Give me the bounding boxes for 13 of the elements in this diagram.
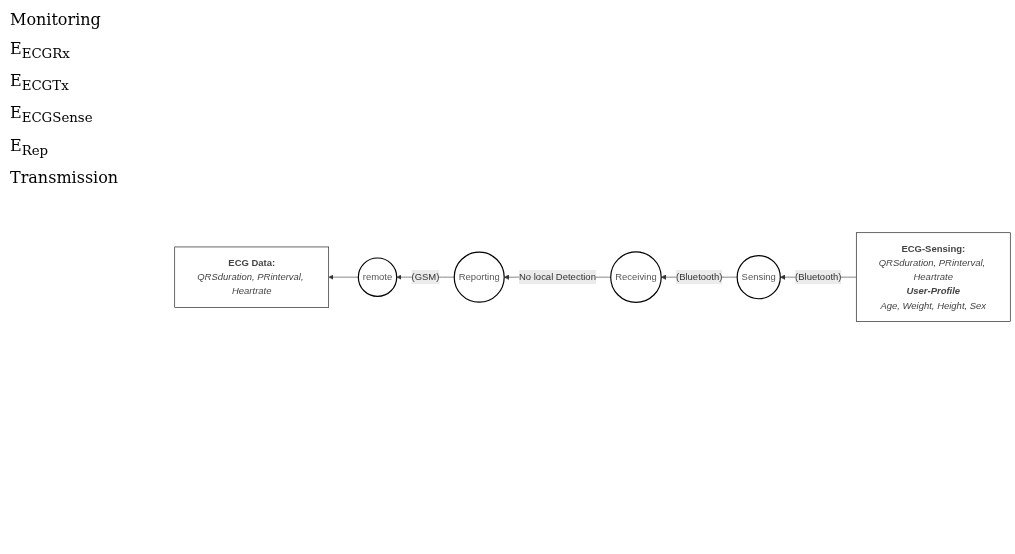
node-circle: remote [357, 257, 398, 297]
edge-label: (GSM) [411, 271, 440, 282]
node-box: ECG-Sensing: QRSduration, PRinterval, Heartrate User-Profile Age, Weight, Height, Sex [855, 232, 1011, 322]
edge-label: (Bluetooth) [676, 271, 723, 282]
energy-label: E$_{Rep}$ [10, 135, 50, 158]
edge-label: No local Detection [519, 271, 596, 282]
node-circle: Receiving [610, 251, 662, 303]
node-circle: Sensing [736, 254, 781, 300]
phase-label: Monitoring [10, 10, 102, 29]
phase-label: Transmission [10, 167, 120, 187]
edge-label: (Bluetooth) [795, 271, 842, 282]
node-box: ECG Data: QRSduration, PRinterval, Heartrate [174, 246, 330, 308]
node-circle: Reporting [453, 251, 505, 303]
